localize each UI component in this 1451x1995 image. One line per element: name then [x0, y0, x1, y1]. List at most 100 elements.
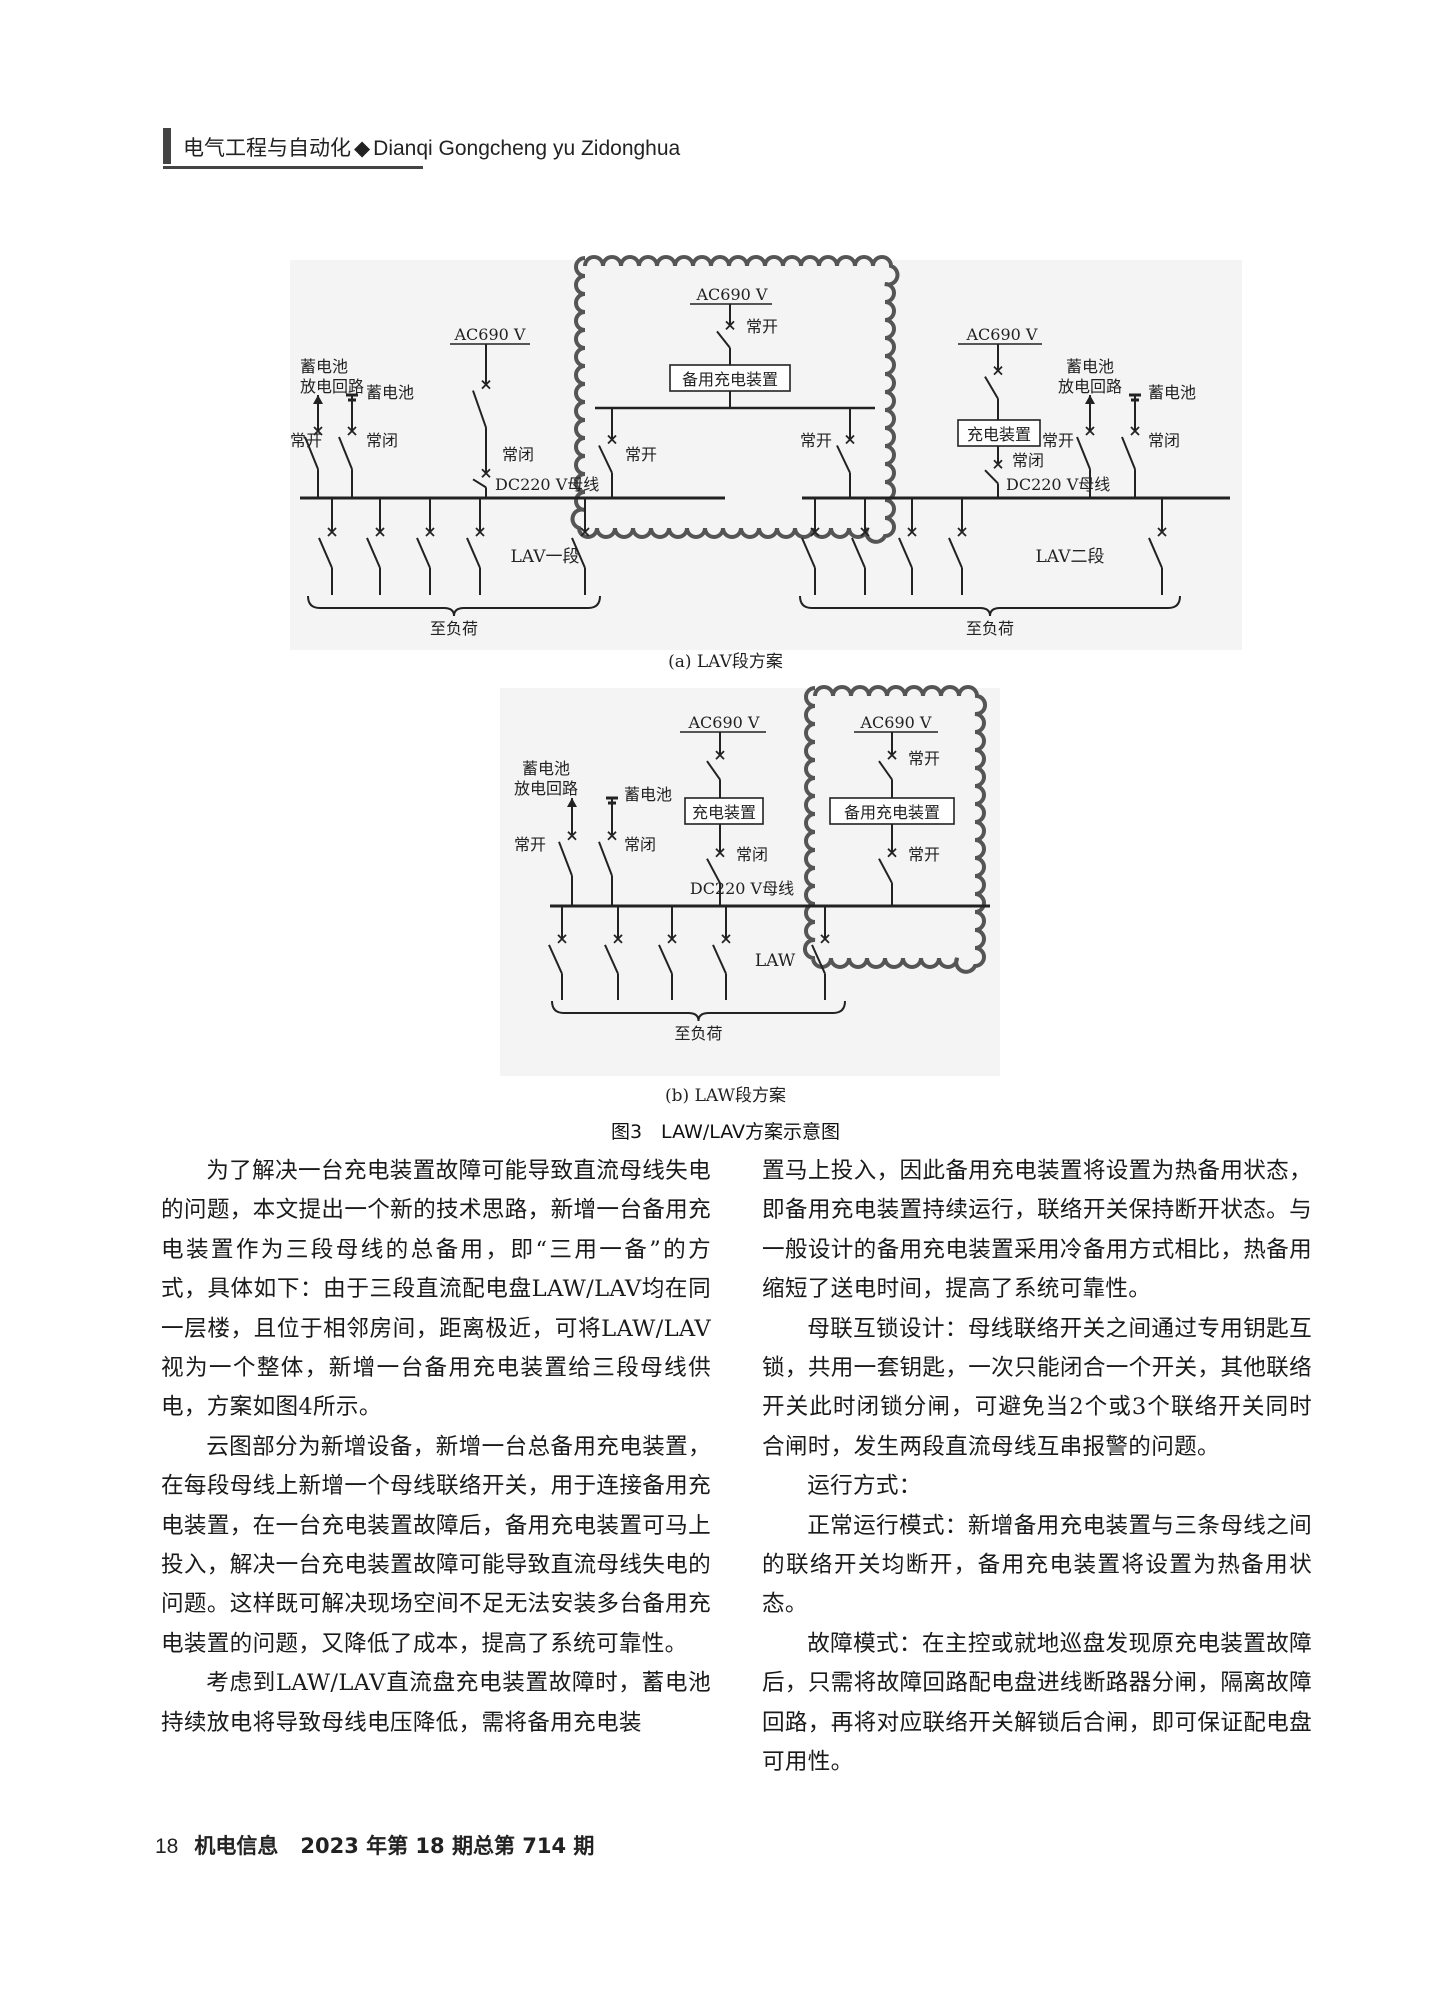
figure-caption: 图3 LAW/LAV方案示意图	[610, 1121, 841, 1143]
battery-label: 蓄电池	[624, 785, 672, 804]
paragraph: 正常运行模式：新增备用充电装置与三条母线之间的联络开关均断开，备用充电装置将设置…	[762, 1512, 1312, 1618]
switch-blade	[898, 537, 913, 569]
footer-issue: 2023 年第 18 期总第 714 期	[300, 1834, 595, 1858]
backup-charger-box	[669, 364, 791, 392]
breaker-mark	[860, 527, 870, 537]
ac690-label: AC690 V	[696, 285, 768, 304]
figure-b-background	[500, 688, 1000, 1076]
breaker-mark	[820, 934, 830, 944]
section-label: LAW	[755, 951, 796, 971]
section-label: LAV二段	[1036, 547, 1105, 567]
switch-blade	[984, 469, 999, 485]
switch-blade	[558, 841, 573, 877]
switch-blade	[706, 858, 721, 884]
breaker-mark	[425, 527, 435, 537]
bus-label: DC220 V母线	[690, 879, 794, 898]
section-label: LAV一段	[511, 547, 580, 567]
breaker-mark	[907, 527, 917, 537]
load-brace	[799, 595, 1181, 617]
paragraph: 故障模式：在主控或就地巡盘发现原充电装置故障后，只需将故障回路配电盘进线断路器分…	[762, 1630, 1312, 1776]
header-bar	[163, 128, 171, 164]
breaker-mark	[715, 750, 725, 760]
load-brace	[551, 1000, 846, 1022]
paragraph: 考虑到LAW/LAV直流盘充电装置故障时，蓄电池持续放电将导致母线电压降低，需将…	[161, 1670, 711, 1736]
breaker-mark	[1157, 527, 1167, 537]
switch-blade	[598, 445, 613, 474]
switch-blade	[658, 944, 673, 975]
backup-charger-box-label: 备用充电装置	[682, 370, 778, 389]
footer-journal: 机电信息	[194, 1834, 279, 1858]
battery-discharge-label: 蓄电池	[300, 357, 348, 376]
breaker-mark	[327, 527, 337, 537]
paragraph: 为了解决一台充电装置故障可能导致直流母线失电的问题，本文提出一个新的技术思路，新…	[161, 1158, 711, 1421]
header-rule	[163, 166, 423, 169]
breaker-mark	[725, 320, 735, 330]
figure-b-subcaption: (b) LAW段方案	[665, 1086, 786, 1106]
battery-discharge-label: 放电回路	[300, 377, 364, 396]
breaker-mark	[993, 365, 1003, 376]
switch-blade	[466, 537, 481, 569]
switch-blade	[716, 330, 731, 349]
switch-blade	[304, 436, 319, 470]
breaker-mark	[887, 848, 897, 858]
no-open-label: 常开	[625, 445, 657, 464]
no-open-label: 常开	[746, 317, 778, 336]
battery-discharge-label: 蓄电池	[1066, 357, 1114, 376]
to-load-label: 至负荷	[966, 619, 1014, 638]
breaker-mark	[557, 934, 567, 944]
breaker-mark	[887, 750, 897, 760]
nc-closed-label: 常闭	[366, 431, 398, 450]
charger-box-label: 充电装置	[692, 803, 756, 822]
breaker-mark	[667, 934, 677, 944]
backup-charger-box-label: 备用充电装置	[844, 803, 940, 822]
breaker-mark	[721, 934, 731, 944]
switch-blade	[1076, 436, 1091, 470]
switch-blade	[878, 760, 893, 781]
no-open-label: 常开	[514, 835, 546, 854]
ac690-label: AC690 V	[860, 713, 932, 732]
no-open-label: 常开	[908, 749, 940, 768]
no-open-label: 常开	[290, 431, 322, 450]
breaker-mark	[607, 831, 617, 841]
backup-cloud-outline	[570, 255, 900, 544]
switch-blade	[366, 537, 381, 569]
to-load-label: 至负荷	[430, 619, 478, 638]
switch-blade	[598, 841, 613, 877]
battery-discharge-label: 蓄电池	[522, 759, 570, 778]
breaker-mark	[1130, 426, 1140, 436]
breaker-mark	[481, 468, 491, 478]
switch-blade	[1148, 537, 1163, 569]
switch-blade	[318, 537, 333, 569]
breaker-mark	[475, 527, 485, 537]
breaker-mark	[810, 527, 820, 537]
breaker-mark	[1085, 426, 1095, 436]
switch-blade	[836, 445, 851, 474]
body-column-left: 为了解决一台充电装置故障可能导致直流母线失电的问题，本文提出一个新的技术思路，新…	[161, 1152, 711, 1743]
paragraph-continued: 置马上投入，因此备用充电装置将设置为热备用状态，即备用充电装置持续运行，联络开关…	[762, 1158, 1312, 1303]
no-open-label: 常开	[800, 431, 832, 450]
breaker-mark	[845, 434, 855, 445]
breaker-mark	[481, 379, 491, 390]
switch-blade	[472, 478, 487, 489]
switch-blade	[712, 944, 727, 975]
breaker-mark	[715, 848, 725, 858]
arrow-up-icon	[567, 798, 577, 807]
arrow-up-icon	[1085, 395, 1095, 404]
no-open-label: 常开	[908, 845, 940, 864]
journal-title-pinyin: Dianqi Gongcheng yu Zidonghua	[373, 137, 681, 160]
switch-blade	[984, 376, 999, 400]
arrow-up-icon	[313, 395, 323, 404]
breaker-mark	[957, 527, 967, 537]
body-column-right: 置马上投入，因此备用充电装置将设置为热备用状态，即备用充电装置持续运行，联络开关…	[762, 1152, 1312, 1783]
charger-box-label: 充电装置	[967, 425, 1031, 444]
switch-blade	[571, 537, 586, 569]
battery-discharge-label: 放电回路	[1058, 377, 1122, 396]
page-number: 18	[155, 1835, 179, 1858]
nc-closed-label: 常闭	[502, 445, 534, 464]
page-footer: 18 机电信息 2023 年第 18 期总第 714 期	[155, 1830, 594, 1860]
figure-a-subcaption: (a) LAV段方案	[668, 652, 783, 672]
breaker-mark	[613, 934, 623, 944]
breaker-mark	[580, 527, 590, 537]
